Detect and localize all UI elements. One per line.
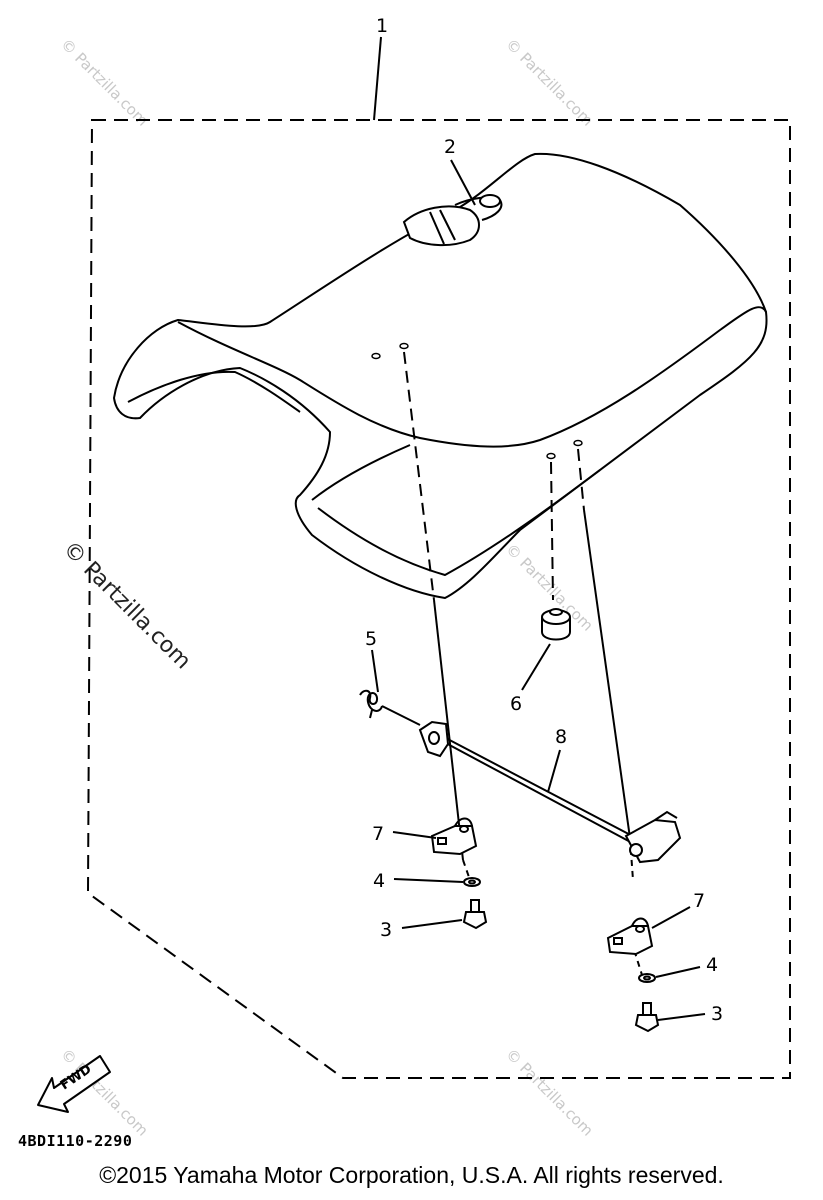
callout-4b: 4 [706,954,718,976]
leader-line-3a [401,919,463,929]
leader-line-5 [371,649,379,693]
alignment-lines [403,351,643,976]
callout-7b: 7 [693,890,705,912]
callout-4a: 4 [373,870,385,892]
mounting-holes [371,342,583,460]
callout-8: 8 [555,726,567,748]
bolt-right [634,1002,660,1033]
callout-6: 6 [510,693,522,715]
damper [541,608,571,641]
leader-line-7a [392,831,437,839]
seat-bottom-line [317,469,601,576]
leader-line-2 [450,159,476,206]
seat-front-recess [127,370,301,413]
leader-line-8 [547,749,561,793]
assembly-boundary [86,119,791,1079]
watermark-text: © Partzilla.com [502,35,597,130]
leader-line-4a [393,878,464,883]
seat-top-edge [177,306,767,448]
seat-outline [113,152,768,599]
callout-5: 5 [365,628,377,650]
callout-3a: 3 [380,919,392,941]
rod [418,720,682,864]
leader-line-6 [521,643,551,691]
seat [113,152,768,599]
callouts: 1 2 5 6 8 7 4 3 7 4 3 [365,15,723,1025]
spring [359,689,421,726]
leader-line-3b [657,1013,706,1021]
callout-3b: 3 [711,1003,723,1025]
diagram-code: 4BDI110-2290 [18,1132,132,1150]
leader-line-7b [651,906,691,929]
watermark-text: © Partzilla.com [502,1045,597,1140]
seat-handle [402,194,503,246]
leader-line-4b [655,966,701,978]
bolt-left [462,899,488,930]
callout-1: 1 [376,15,388,37]
copyright-notice: ©2015 Yamaha Motor Corporation, U.S.A. A… [99,1162,724,1188]
washer-right [638,973,656,983]
watermarks: © Partzilla.com © Partzilla.com © Partzi… [57,35,597,1140]
washer-left [463,877,481,887]
watermark-text: © Partzilla.com [57,35,152,130]
bracket-right [606,917,654,956]
callout-7a: 7 [372,823,384,845]
bracket-left [430,817,478,856]
callout-2: 2 [444,136,456,158]
watermark-text-large: © Partzilla.com [58,537,196,675]
leader-line-1 [373,36,382,121]
seat-rear-step [311,444,411,501]
